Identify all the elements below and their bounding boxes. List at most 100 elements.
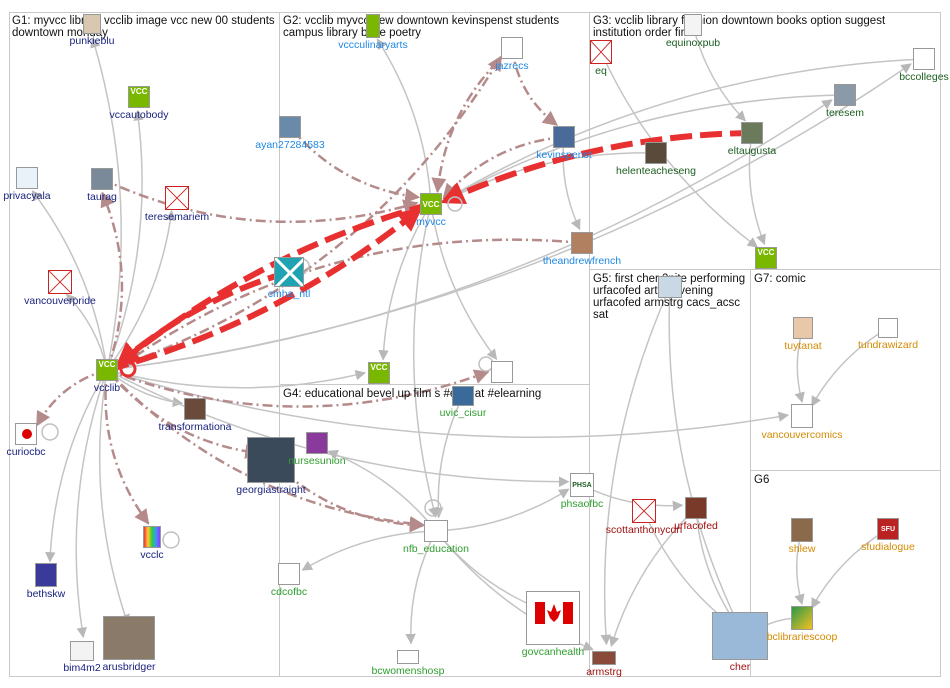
node-label: bcwomenshosp xyxy=(372,665,445,677)
node-armstrg[interactable]: armstrg xyxy=(592,651,616,665)
node-label: taurag xyxy=(87,191,117,203)
node-eltaugusta[interactable]: eltaugusta xyxy=(741,122,763,144)
node-vcclc[interactable]: vcclc xyxy=(143,526,161,548)
node-bccolleges[interactable]: bccolleges xyxy=(913,48,935,70)
node-jazrecs[interactable]: jazrecs xyxy=(501,37,523,59)
photo-icon xyxy=(16,167,38,189)
group-title-g7: G7: comic xyxy=(754,273,934,285)
edge-vcclib-to-vccunlabeled xyxy=(107,370,365,388)
node-theandrewfrench[interactable]: theandrewfrench xyxy=(571,232,593,254)
node-label: bclibrariescoop xyxy=(767,631,838,643)
photo-icon xyxy=(793,317,813,339)
node-label: vancouvercomics xyxy=(761,429,842,441)
node-cdcofbc[interactable]: cdcofbc xyxy=(278,563,300,585)
photo-icon xyxy=(658,276,682,298)
node-teresemariem[interactable]: teresemariem xyxy=(165,186,189,210)
node-taurag[interactable]: taurag xyxy=(91,168,113,190)
vcc-logo-icon: VCC xyxy=(420,193,442,215)
missing-image-icon xyxy=(48,270,72,294)
node-tuytanat[interactable]: tuytanat xyxy=(793,317,813,339)
node-bcwomenshosp[interactable]: bcwomenshosp xyxy=(397,650,419,664)
vcc-logo-icon: VCC xyxy=(755,247,777,269)
node-label: urfacofed xyxy=(674,520,718,532)
canada-flag-icon xyxy=(526,591,580,645)
photo-icon xyxy=(83,14,101,34)
node-label: georgiastraight xyxy=(236,484,305,496)
node-label: tundrawizard xyxy=(858,339,918,351)
node-label: scottanthonycdn xyxy=(606,524,682,536)
node-tundrawizard[interactable]: tundrawizard xyxy=(878,318,898,338)
node-label: curiocbc xyxy=(6,446,45,458)
node-urfacofed[interactable]: urfacofed xyxy=(685,497,707,519)
node-label: armstrg xyxy=(586,666,622,678)
node-punkieblu[interactable]: punkieblu xyxy=(83,14,101,34)
photo-icon xyxy=(791,404,813,428)
photo-icon xyxy=(645,142,667,164)
node-label: jazrecs xyxy=(495,60,528,72)
node-cmha_ntl[interactable]: cmha_ntl xyxy=(274,257,304,287)
node-label: sfudialogue xyxy=(861,541,915,553)
edge-vcclib-to-vccautobody xyxy=(107,111,142,370)
self-loop-vcclc xyxy=(163,532,179,548)
node-transformationa[interactable]: transformationa xyxy=(184,398,206,420)
edge-bccolleges-to-myvcc xyxy=(444,59,924,200)
node-bethskw[interactable]: bethskw xyxy=(35,563,57,587)
group-title-g1: G1: myvcc library vcclib image vcc new 0… xyxy=(12,15,278,39)
node-label: cdcofbc xyxy=(271,586,307,598)
node-vcc-unlabeled[interactable]: VCC xyxy=(368,362,390,384)
edge-ayan27284583-to-myvcc xyxy=(290,127,419,197)
node-label: eq xyxy=(595,65,607,77)
photo-icon xyxy=(278,563,300,585)
node-cacs_acsc[interactable] xyxy=(658,276,682,298)
node-equinoxpub[interactable]: equinoxpub xyxy=(684,14,702,36)
node-label: bim4m2 xyxy=(63,662,100,674)
node-label: uvic_cisur xyxy=(440,407,487,419)
node-cisur-round[interactable] xyxy=(491,361,513,383)
photo-icon xyxy=(274,257,304,287)
node-teresem[interactable]: teresem xyxy=(834,84,856,106)
node-ayan27284583[interactable]: ayan27284583 xyxy=(279,116,301,138)
missing-image-icon xyxy=(632,499,656,523)
node-govcanhealth[interactable]: govcanhealth xyxy=(526,591,580,645)
photo-icon xyxy=(184,398,206,420)
node-curiocbc[interactable]: curiocbc xyxy=(15,423,37,445)
node-cher[interactable]: cher xyxy=(712,612,768,660)
node-label: cmha_ntl xyxy=(268,288,311,300)
node-scottanthonycdn[interactable]: scottanthonycdn xyxy=(632,499,656,523)
edge-vcclib-to-teresem xyxy=(107,100,832,370)
photo-icon xyxy=(712,612,768,660)
node-nursesunion[interactable]: nursesunion xyxy=(306,432,328,454)
node-label: shlew xyxy=(789,543,816,555)
node-uvic_cisur[interactable]: uvic_cisur xyxy=(452,386,474,406)
cbc-logo-icon xyxy=(15,423,37,445)
node-bclibrariescoop[interactable]: bclibrariescoop xyxy=(791,606,813,630)
node-bim4m2[interactable]: bim4m2 xyxy=(70,641,94,661)
node-shlew[interactable]: shlew xyxy=(791,518,813,542)
node-arusbridger[interactable]: arusbridger xyxy=(103,616,155,660)
vcc-logo-icon: VCC xyxy=(96,359,118,381)
node-label: punkieblu xyxy=(70,35,115,47)
node-vccfashion[interactable]: VCC xyxy=(755,247,777,269)
node-label: privacyala xyxy=(3,190,50,202)
photo-icon xyxy=(684,14,702,36)
node-vancouvercomics[interactable]: vancouvercomics xyxy=(791,404,813,428)
node-label: equinoxpub xyxy=(666,37,720,49)
node-vccculinaryarts[interactable]: vccculinaryarts xyxy=(366,14,380,38)
person-icon xyxy=(834,84,856,106)
node-helenteacheseng[interactable]: helenteacheseng xyxy=(645,142,667,164)
node-label: vccautobody xyxy=(110,109,169,121)
node-vancouverpride[interactable]: vancouverpride xyxy=(48,270,72,294)
node-privacyala[interactable]: privacyala xyxy=(16,167,38,189)
node-label: vancouverpride xyxy=(24,295,96,307)
node-label: phsaofbc xyxy=(561,498,604,510)
vcc-logo-icon: VCC xyxy=(368,362,390,384)
node-label: bethskw xyxy=(27,588,66,600)
node-nfb_education[interactable]: nfb_education xyxy=(424,520,448,542)
node-eq[interactable]: eq xyxy=(590,40,612,64)
node-kevinspenst[interactable]: kevinspenst xyxy=(553,126,575,148)
